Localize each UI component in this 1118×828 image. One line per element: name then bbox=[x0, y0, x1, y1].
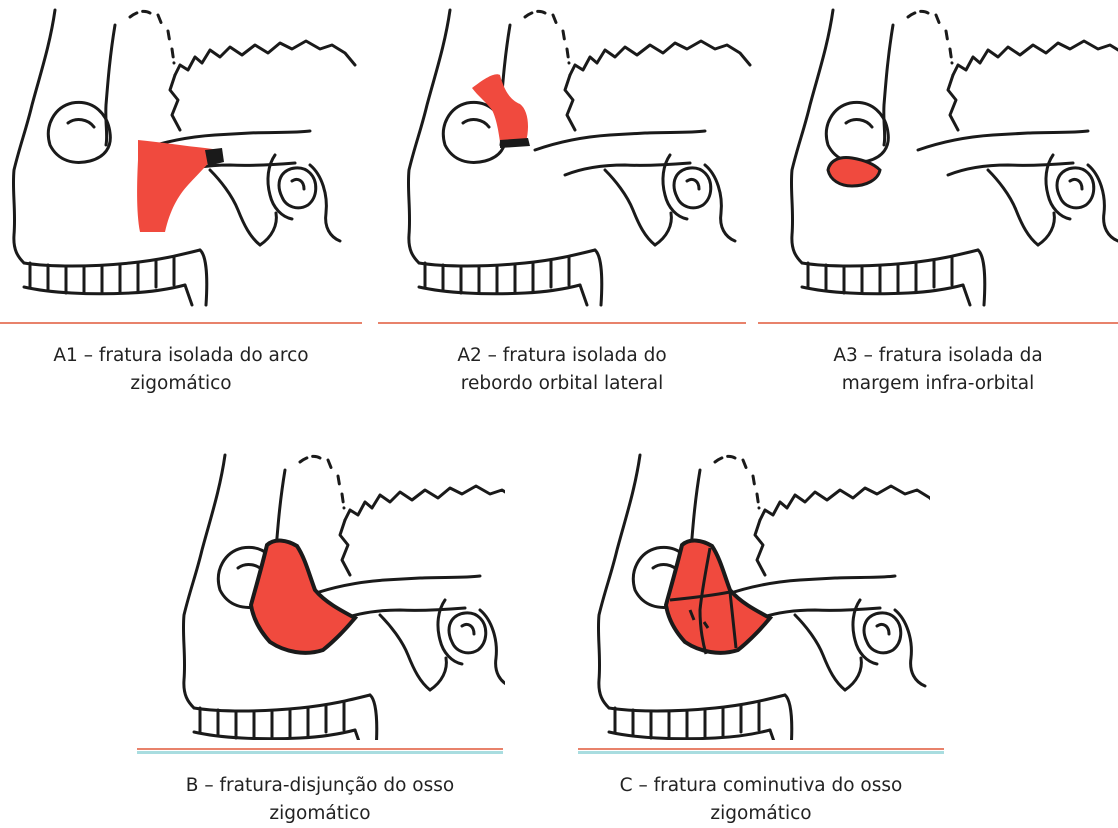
skull-diagram-a2 bbox=[400, 0, 760, 310]
fracture-region-lateral-orbital-rim bbox=[472, 74, 528, 142]
caption-c: C – fratura cominutiva do osso zigomátic… bbox=[578, 772, 944, 828]
fracture-region-zygomatic-disjunction bbox=[251, 541, 355, 653]
caption-a2: A2 – fratura isolada do rebordo orbital … bbox=[378, 342, 746, 398]
panel-a3 bbox=[790, 0, 1118, 310]
caption-b: B – fratura-disjunção do osso zigomático bbox=[137, 772, 503, 828]
skull-diagram-a3 bbox=[790, 0, 1118, 310]
panel-a2-underline bbox=[378, 322, 746, 324]
panel-a3-underline bbox=[758, 322, 1118, 324]
fracture-region-infraorbital-margin bbox=[828, 158, 880, 187]
caption-a3: A3 – fratura isolada da margem infra-orb… bbox=[758, 342, 1118, 398]
fracture-region-zygomatic-comminuted bbox=[666, 541, 770, 653]
caption-a1-line2: zigomático bbox=[0, 370, 362, 398]
fracture-line-a1 bbox=[205, 148, 224, 166]
panel-b-underline bbox=[137, 748, 503, 754]
panel-a2 bbox=[400, 0, 760, 310]
panel-a1-underline bbox=[0, 322, 362, 324]
caption-b-line2: zigomático bbox=[137, 800, 503, 828]
caption-b-line1: B – fratura-disjunção do osso bbox=[137, 772, 503, 800]
panel-c bbox=[590, 450, 930, 740]
caption-a3-line2: margem infra-orbital bbox=[758, 370, 1118, 398]
caption-c-line1: C – fratura cominutiva do osso bbox=[578, 772, 944, 800]
caption-c-line2: zigomático bbox=[578, 800, 944, 828]
skull-diagram-b bbox=[175, 450, 505, 740]
caption-a2-line1: A2 – fratura isolada do bbox=[378, 342, 746, 370]
panel-a1 bbox=[0, 0, 370, 310]
caption-a2-line2: rebordo orbital lateral bbox=[378, 370, 746, 398]
panel-b bbox=[175, 450, 505, 740]
skull-diagram-a1 bbox=[0, 0, 370, 310]
skull-diagram-c bbox=[590, 450, 930, 740]
caption-a3-line1: A3 – fratura isolada da bbox=[758, 342, 1118, 370]
caption-a1: A1 – fratura isolada do arco zigomático bbox=[0, 342, 362, 398]
caption-a1-line1: A1 – fratura isolada do arco bbox=[0, 342, 362, 370]
panel-c-underline bbox=[578, 748, 944, 754]
